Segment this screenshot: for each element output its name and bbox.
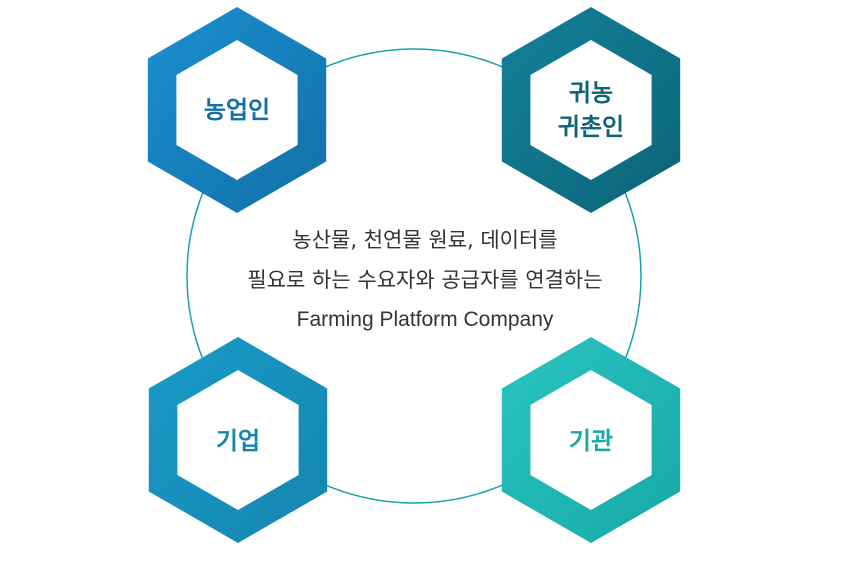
center-line-1: 농산물, 천연물 원료, 데이터를 (292, 228, 558, 252)
node-label-farmer: 농업인 (157, 93, 317, 127)
hex-institution-inner (530, 370, 652, 510)
hex-farmer-inner (176, 40, 298, 180)
hex-returning-farmer-inner (530, 40, 652, 180)
center-line-2: 필요로 하는 수요자와 공급자를 연결하는 (247, 268, 603, 292)
center-description: 농산물, 천연물 원료, 데이터를 필요로 하는 수요자와 공급자를 연결하는 … (215, 220, 635, 340)
node-label-institution: 기관 (511, 424, 671, 458)
node-label-returning-farmer: 귀농 귀촌인 (511, 76, 671, 144)
node-label-institution-line-1: 기관 (568, 427, 614, 455)
node-label-company: 기업 (158, 424, 318, 458)
node-label-returning-farmer-line-1: 귀농 (568, 79, 614, 107)
central-circle (186, 48, 642, 504)
node-label-farmer-line-1: 농업인 (203, 96, 271, 124)
hex-company-inner (177, 370, 299, 510)
node-label-returning-farmer-line-2: 귀촌인 (557, 113, 625, 141)
center-line-3: Farming Platform Company (296, 308, 554, 331)
node-label-company-line-1: 기업 (215, 427, 261, 455)
